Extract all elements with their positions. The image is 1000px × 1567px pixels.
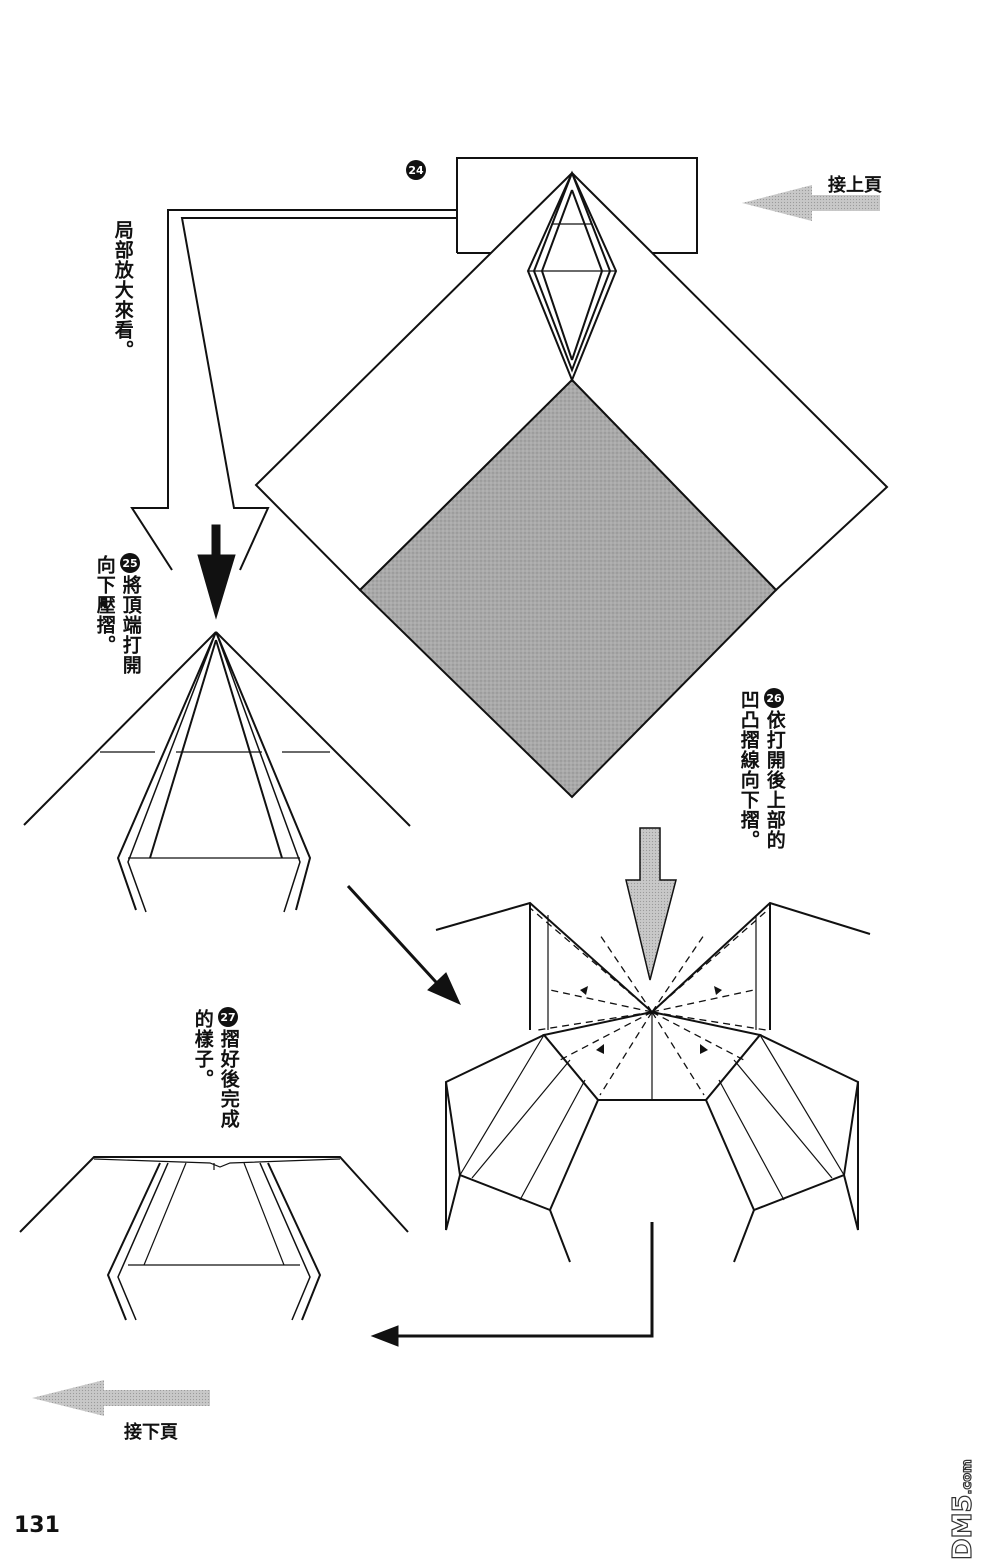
next-step-arrow-2	[370, 1222, 654, 1347]
watermark: DM5.com	[947, 1459, 978, 1561]
zoom-note: 局部放大來看。	[111, 220, 134, 360]
step-27-text-col1: 摺好後完成	[217, 1029, 240, 1129]
step-27-text-col2: 的樣子。	[191, 1009, 214, 1089]
step-25-text-col1: 將頂端打開	[119, 575, 142, 675]
step-26-number: 26	[764, 688, 784, 708]
gray-fold-arrow	[625, 827, 677, 981]
step-26-figure	[435, 901, 871, 1263]
page-number: 131	[14, 1513, 60, 1538]
continue-to-label: 接下頁	[124, 1422, 178, 1443]
zoom-bracket	[456, 157, 698, 254]
step-25-figure	[23, 631, 411, 913]
step-25-text-col2: 向下壓摺。	[93, 555, 116, 655]
step-26-text-col2: 凹凸摺線向下摺。	[737, 690, 760, 850]
step-24-number: 24	[406, 160, 426, 180]
next-step-arrow	[346, 884, 461, 1005]
step-25-number: 25	[120, 553, 140, 573]
continue-from-arrow	[742, 185, 880, 221]
watermark-suffix: .com	[959, 1459, 975, 1495]
step-24-shaded-square	[358, 378, 778, 799]
zoom-arrow	[130, 209, 457, 571]
watermark-main: DM5	[947, 1494, 978, 1561]
step-27-number: 27	[218, 1007, 238, 1027]
step-24-figure	[254, 157, 889, 799]
push-down-arrow	[197, 524, 236, 620]
step-27-figure	[19, 1156, 409, 1321]
continue-from-label: 接上頁	[828, 175, 882, 196]
continue-to-arrow	[32, 1380, 210, 1416]
step-26-text-col1: 依打開後上部的	[763, 710, 786, 850]
